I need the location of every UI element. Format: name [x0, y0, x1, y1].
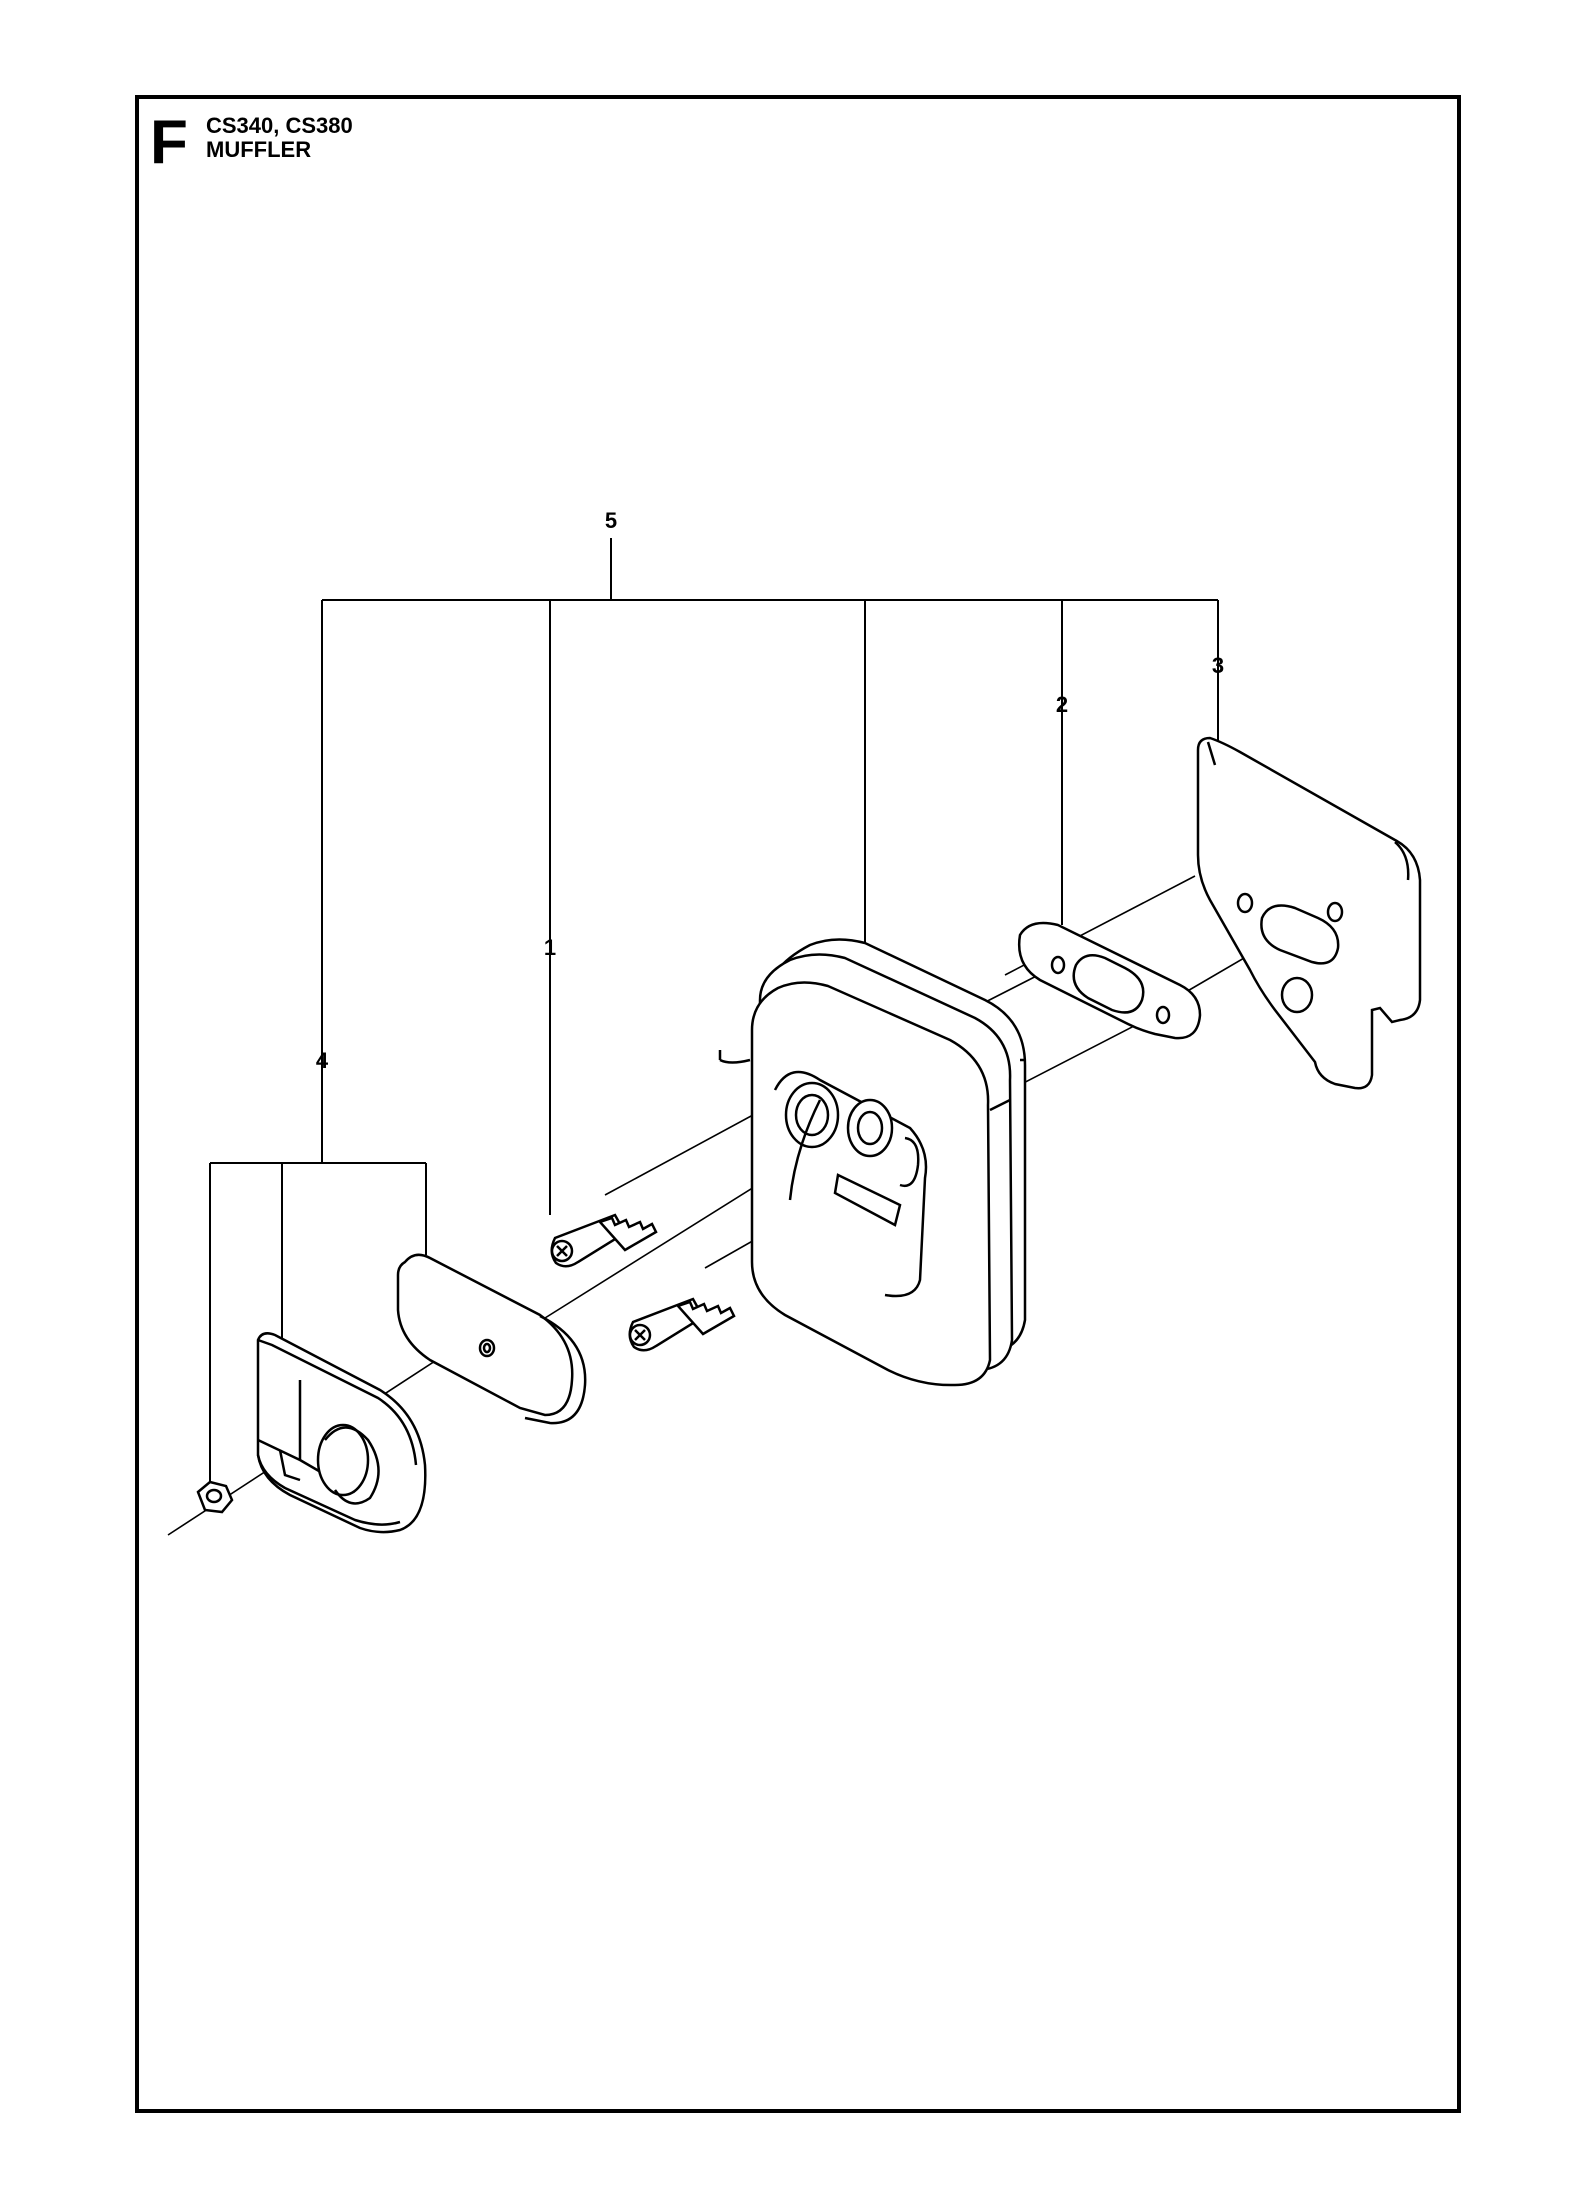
muffler-screw-upper	[550, 1213, 658, 1268]
title-block: CS340, CS380 MUFFLER	[206, 114, 353, 162]
callout-label-5: 5	[605, 508, 617, 533]
model-numbers: CS340, CS380	[206, 113, 353, 138]
section-letter: F	[150, 108, 188, 177]
page-frame	[135, 95, 1461, 2113]
muffler-body	[718, 938, 1027, 1387]
callout-label-1: 1	[544, 935, 556, 960]
muffler-nut	[196, 1480, 234, 1514]
muffler-gasket	[1017, 921, 1202, 1040]
muffler-screw-lower	[628, 1297, 736, 1352]
diagram-title: MUFFLER	[206, 137, 312, 162]
spark-arrester-plate	[396, 1253, 587, 1425]
leader-lines	[321, 688, 1219, 1215]
callout-bracket-5	[321, 538, 1219, 1215]
muffler-cover	[256, 1332, 427, 1534]
callout-label-3: 3	[1212, 653, 1224, 678]
callout-labels: 5 3 2 1 4	[316, 508, 1224, 1073]
heat-shield-plate	[1196, 736, 1422, 1090]
callout-label-2: 2	[1056, 692, 1068, 717]
callout-label-4: 4	[316, 1048, 329, 1073]
